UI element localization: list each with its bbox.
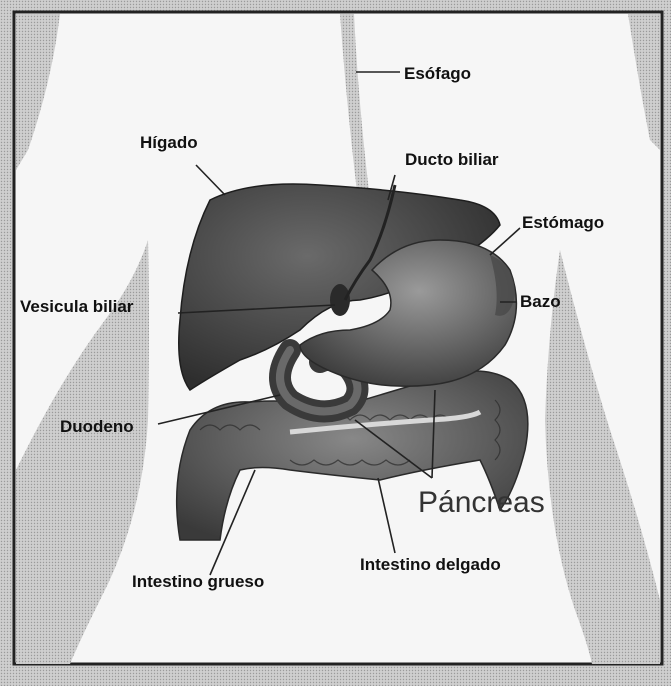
label-vesicula-biliar: Vesicula biliar <box>20 297 134 316</box>
label-pancreas: Páncreas <box>418 486 545 519</box>
label-duodeno: Duodeno <box>60 417 134 436</box>
label-intestino-delgado: Intestino delgado <box>360 555 501 574</box>
label-higado: Hígado <box>140 133 198 152</box>
label-ducto-biliar: Ducto biliar <box>405 150 499 169</box>
gallbladder <box>330 284 350 316</box>
label-bazo: Bazo <box>520 292 561 311</box>
label-esofago: Esófago <box>404 64 471 83</box>
label-estomago: Estómago <box>522 213 604 232</box>
label-intestino-grueso: Intestino grueso <box>132 572 264 591</box>
